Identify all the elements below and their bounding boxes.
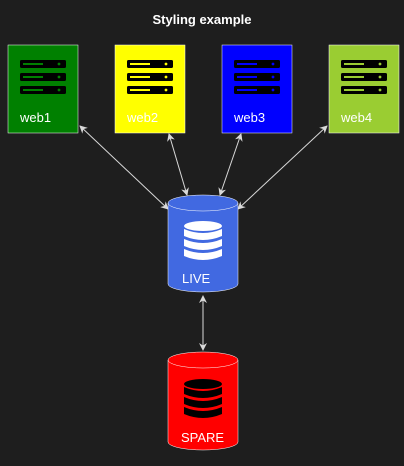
server-icon [234,60,280,94]
database-icon [184,379,222,418]
server-icon [127,60,173,94]
node-web4: web4 [328,44,400,134]
diagram-title: Styling example [152,12,252,27]
server-icon [341,60,387,94]
node-live-label: LIVE [182,271,211,286]
edge-web2-live [167,133,189,196]
node-live: LIVE [167,194,239,293]
node-web3-label: web3 [233,110,265,125]
node-spare: SPARE [167,351,239,451]
edge-web3-live [218,133,243,196]
server-icon [20,60,66,94]
node-web4-label: web4 [340,110,372,125]
node-web2-label: web2 [126,110,158,125]
node-web3: web3 [221,44,293,134]
edge-web1-live [79,125,169,210]
edge-web4-live [237,125,328,210]
node-web2: web2 [114,44,186,134]
node-spare-label: SPARE [181,430,224,445]
database-icon [184,221,222,260]
node-web1: web1 [7,44,79,134]
edges [79,125,328,351]
node-web1-label: web1 [19,110,51,125]
